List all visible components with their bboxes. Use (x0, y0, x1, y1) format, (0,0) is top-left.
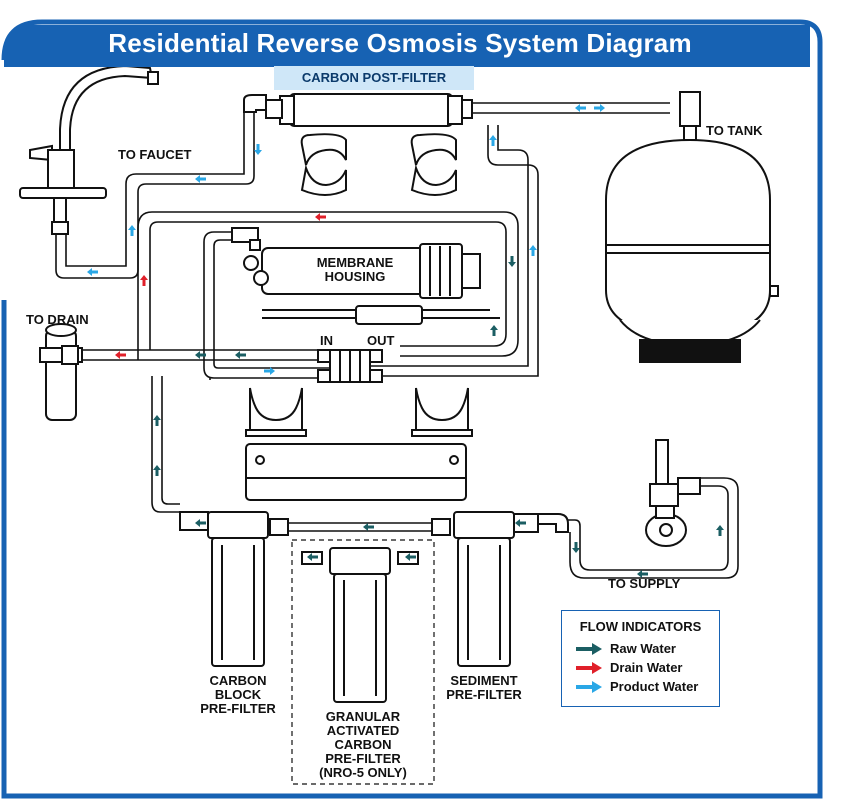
product-flow-arrow-icon (87, 268, 98, 276)
drain-flow-arrow-icon (115, 351, 126, 359)
tubing (55, 102, 739, 579)
legend-title: FLOW INDICATORS (579, 619, 702, 634)
membrane-label-line2: HOUSING (324, 269, 386, 284)
product-flow-arrow-icon (594, 104, 605, 112)
sediment-prefilter (269, 511, 569, 667)
raw-water-arrow-icon (576, 643, 602, 655)
product-flow-arrow-icon (575, 104, 586, 112)
carbon-block-prefilter (179, 511, 269, 667)
granular-label-line3: CARBON (334, 737, 392, 752)
auto-shutoff-valve (317, 349, 383, 383)
raw-flow-arrow-icon (363, 523, 374, 531)
filter-clips-bottom (245, 387, 473, 437)
product-flow-arrow-icon (128, 225, 136, 236)
nro5-dashed-box (291, 539, 435, 785)
flow-arrows (87, 104, 724, 578)
raw-flow-arrow-icon (307, 553, 318, 561)
membrane-housing (231, 227, 500, 325)
sediment-label-line1: SEDIMENT (450, 673, 518, 688)
raw-flow-arrow-icon (508, 256, 516, 267)
drain-pipe (39, 323, 83, 421)
mounting-bracket (245, 443, 467, 501)
to-drain-label: TO DRAIN (26, 312, 89, 327)
to-supply-label: TO SUPPLY (608, 576, 681, 591)
legend-label-drain: Drain Water (610, 660, 683, 675)
out-label: OUT (367, 333, 395, 348)
granular-carbon-prefilter (301, 547, 419, 703)
product-flow-arrow-icon (195, 175, 206, 183)
product-water-arrow-icon (576, 681, 602, 693)
product-flow-arrow-icon (489, 135, 497, 146)
carbon-block-label-line1: CARBON (209, 673, 267, 688)
flow-legend: FLOW INDICATORS Raw Water Drain Water Pr… (561, 610, 720, 707)
granular-label-line4: PRE-FILTER (325, 751, 401, 766)
in-label: IN (320, 333, 333, 348)
raw-flow-arrow-icon (572, 542, 580, 553)
legend-label-raw: Raw Water (610, 641, 676, 656)
raw-flow-arrow-icon (637, 570, 648, 578)
to-tank-label: TO TANK (706, 123, 763, 138)
raw-flow-arrow-icon (153, 465, 161, 476)
carbon-post-filter-label: CARBON POST-FILTER (274, 66, 474, 90)
raw-flow-arrow-icon (490, 325, 498, 336)
raw-flow-arrow-icon (405, 553, 416, 561)
title-bar (4, 25, 810, 67)
raw-flow-arrow-icon (195, 519, 206, 527)
sediment-label-line2: PRE-FILTER (446, 687, 522, 702)
raw-flow-arrow-icon (716, 525, 724, 536)
carbon-block-label-line2: BLOCK (214, 687, 262, 702)
drain-flow-arrow-icon (140, 275, 148, 286)
granular-label-line5: (NRO-5 ONLY) (319, 765, 407, 780)
drain-water-arrow-icon (576, 662, 602, 674)
raw-flow-arrow-icon (235, 351, 246, 359)
granular-label-line2: ACTIVATED (326, 723, 400, 738)
product-flow-arrow-icon (264, 367, 275, 375)
storage-tank (605, 91, 779, 363)
legend-label-product: Product Water (610, 679, 699, 694)
carbon-post-filter (243, 93, 473, 127)
page-title: Residential Reverse Osmosis System Diagr… (108, 28, 692, 58)
supply-valve (645, 439, 701, 547)
raw-flow-arrow-icon (195, 351, 206, 359)
granular-label-line1: GRANULAR (325, 709, 401, 724)
membrane-label-line1: MEMBRANE (316, 255, 394, 270)
raw-flow-arrow-icon (153, 415, 161, 426)
filter-clips-top (300, 133, 457, 196)
faucet-icon (19, 64, 159, 235)
to-faucet-label: TO FAUCET (118, 147, 192, 162)
raw-flow-arrow-icon (515, 519, 526, 527)
carbon-block-label-line3: PRE-FILTER (200, 701, 276, 716)
product-flow-arrow-icon (254, 144, 262, 155)
product-flow-arrow-icon (529, 245, 537, 256)
drain-flow-arrow-icon (315, 213, 326, 221)
